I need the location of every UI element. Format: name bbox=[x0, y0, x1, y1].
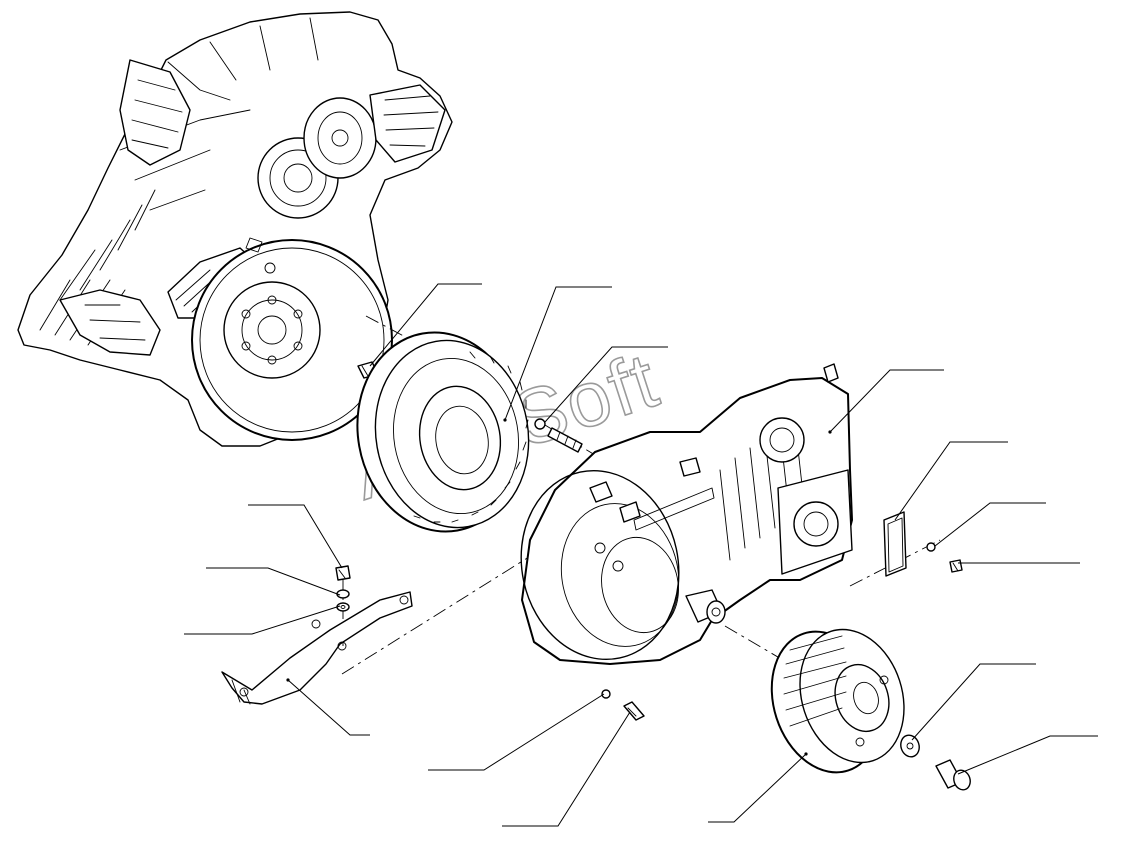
leader-end-dots bbox=[286, 418, 832, 756]
leader-bracket bbox=[287, 679, 370, 736]
pulley-bolt bbox=[935, 759, 971, 791]
pulley bbox=[770, 628, 905, 774]
bracket bbox=[221, 591, 413, 705]
leader-bracket-washer-upper bbox=[206, 567, 341, 596]
plug-screw bbox=[949, 559, 963, 573]
leader-pulley-washer bbox=[911, 663, 1036, 741]
leader-gearbox-housing bbox=[829, 369, 944, 433]
leader-coupling-bolt bbox=[544, 346, 668, 423]
leader-pulley bbox=[708, 753, 807, 823]
bracket-washer-lower bbox=[336, 602, 350, 612]
washer-small bbox=[926, 542, 936, 552]
housing-washer bbox=[601, 689, 611, 699]
leader-housing-washer bbox=[428, 693, 605, 771]
callout-leaders bbox=[184, 283, 1098, 827]
leader-flywheel-bolt bbox=[369, 283, 482, 367]
bracket-bolt bbox=[335, 565, 351, 581]
leader-cover-plate bbox=[894, 441, 1008, 521]
leader-washer-small bbox=[934, 502, 1046, 547]
bracket-washer-upper bbox=[336, 589, 350, 599]
cover-plate bbox=[883, 511, 907, 577]
housing-bolt bbox=[623, 701, 645, 721]
leader-housing-bolt bbox=[502, 711, 631, 827]
coupling-bolt bbox=[534, 418, 583, 453]
leader-bracket-bolt bbox=[248, 504, 343, 569]
pulley-washer bbox=[900, 734, 920, 758]
leader-pulley-bolt bbox=[957, 735, 1098, 775]
flywheel bbox=[356, 331, 530, 533]
leader-coupling-disc bbox=[504, 286, 612, 421]
gearbox-housing bbox=[520, 363, 853, 665]
engine-block bbox=[17, 11, 453, 447]
leader-bracket-washer-lower bbox=[184, 605, 341, 635]
